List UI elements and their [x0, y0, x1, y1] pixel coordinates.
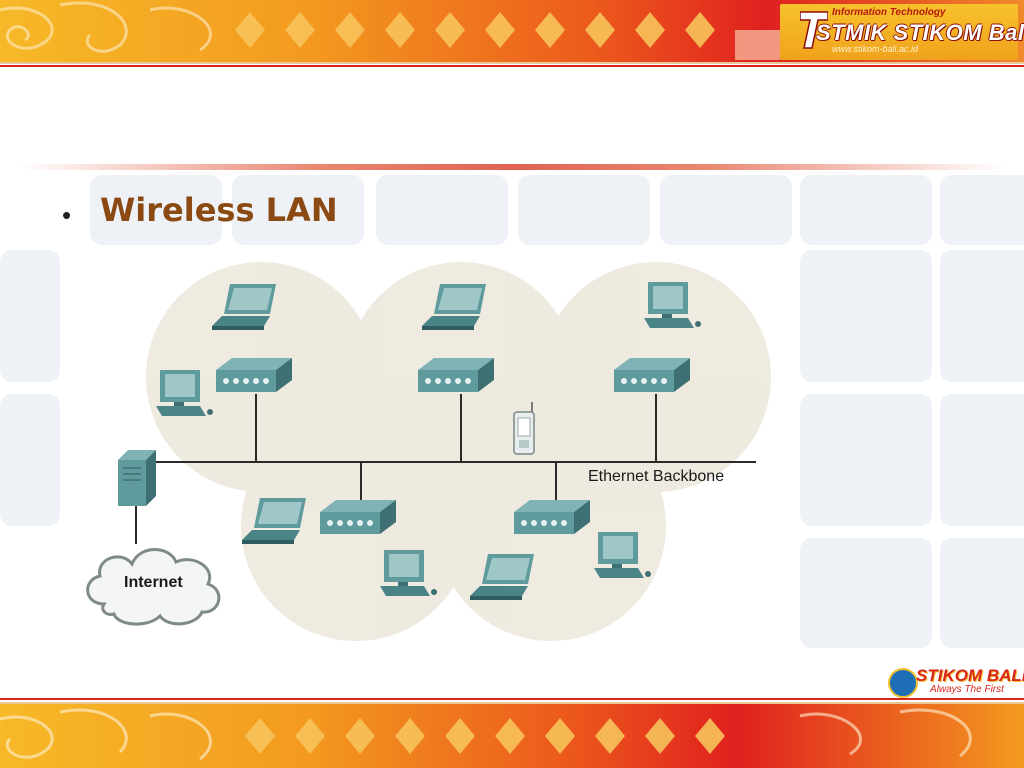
access-point-1: [216, 358, 292, 392]
footer-logo-text: STIKOM BALI: [916, 666, 1024, 685]
access-point-3: [614, 358, 690, 392]
access-point-2: [418, 358, 494, 392]
footer-banner: [0, 704, 1024, 768]
bullet-marker: •: [62, 200, 72, 230]
access-point-5: [514, 500, 590, 534]
backbone-label: Ethernet Backbone: [588, 468, 725, 485]
diagram-canvas: [86, 262, 771, 641]
internet-cloud: [86, 548, 221, 626]
brand-url: www.stikom-bali.ac.id: [832, 44, 919, 54]
brand-t-icon: [800, 11, 828, 49]
bullet-heading: Wireless LAN: [100, 191, 338, 229]
wireless-lan-diagram: Internet Ethernet Backbone: [66, 254, 790, 648]
brand-name: STMIK STIKOM Bali: [816, 20, 1024, 45]
access-point-4: [320, 500, 396, 534]
footer-divider: [0, 698, 1024, 704]
network-links: [135, 394, 756, 544]
footer-ornament: [0, 708, 972, 761]
title-separator: [20, 164, 1004, 170]
server-icon: [118, 450, 156, 506]
header-divider: [0, 62, 1024, 68]
pda-device: [513, 402, 535, 455]
header-ornament: [0, 1, 780, 60]
stikom-logo-icon: [888, 668, 918, 698]
internet-label: Internet: [124, 574, 183, 591]
background-tiles: [0, 60, 1024, 700]
footer-logo-tagline: Always The First: [930, 684, 1004, 695]
brand-tagline: Information Technology: [832, 7, 946, 18]
